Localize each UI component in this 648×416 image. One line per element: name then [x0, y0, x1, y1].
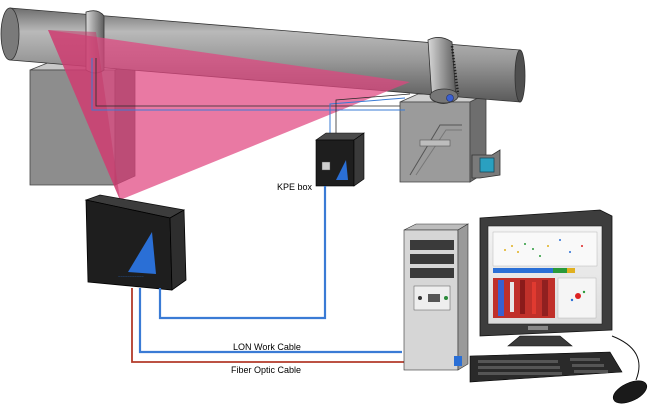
scanner-brand-mark: ~~~~~~~~~~~: [118, 274, 144, 279]
screen-heatmap: [493, 277, 597, 319]
fiber-optic-cable: [131, 288, 404, 363]
keyboard: [469, 351, 623, 383]
kpe-box-label: KPE box: [277, 182, 313, 192]
power-icon: [418, 296, 422, 300]
scanner-logo-icon: [128, 232, 156, 274]
fiber-cable-label: Fiber Optic Cable: [231, 365, 301, 375]
screen-bar-strip: [493, 268, 575, 273]
mouse: [611, 335, 648, 404]
kpe-to-pc-cable: [158, 186, 327, 320]
scan-beam: [48, 30, 410, 200]
scanner-unit: ~~~~~~~~~~~: [84, 194, 187, 291]
screen-plot-top: [492, 231, 598, 267]
pipe-signal-cables: [91, 58, 411, 136]
kpe-box: [315, 132, 365, 187]
monitor-stand: [507, 335, 573, 347]
kpe-logo-icon: [336, 160, 348, 180]
monitor: [479, 209, 613, 347]
lon-work-cable: [138, 288, 402, 354]
motor-unit: [471, 149, 501, 179]
pc-tower: [403, 223, 470, 371]
lon-cable-label: LON Work Cable: [233, 342, 301, 352]
cables: [131, 186, 404, 363]
